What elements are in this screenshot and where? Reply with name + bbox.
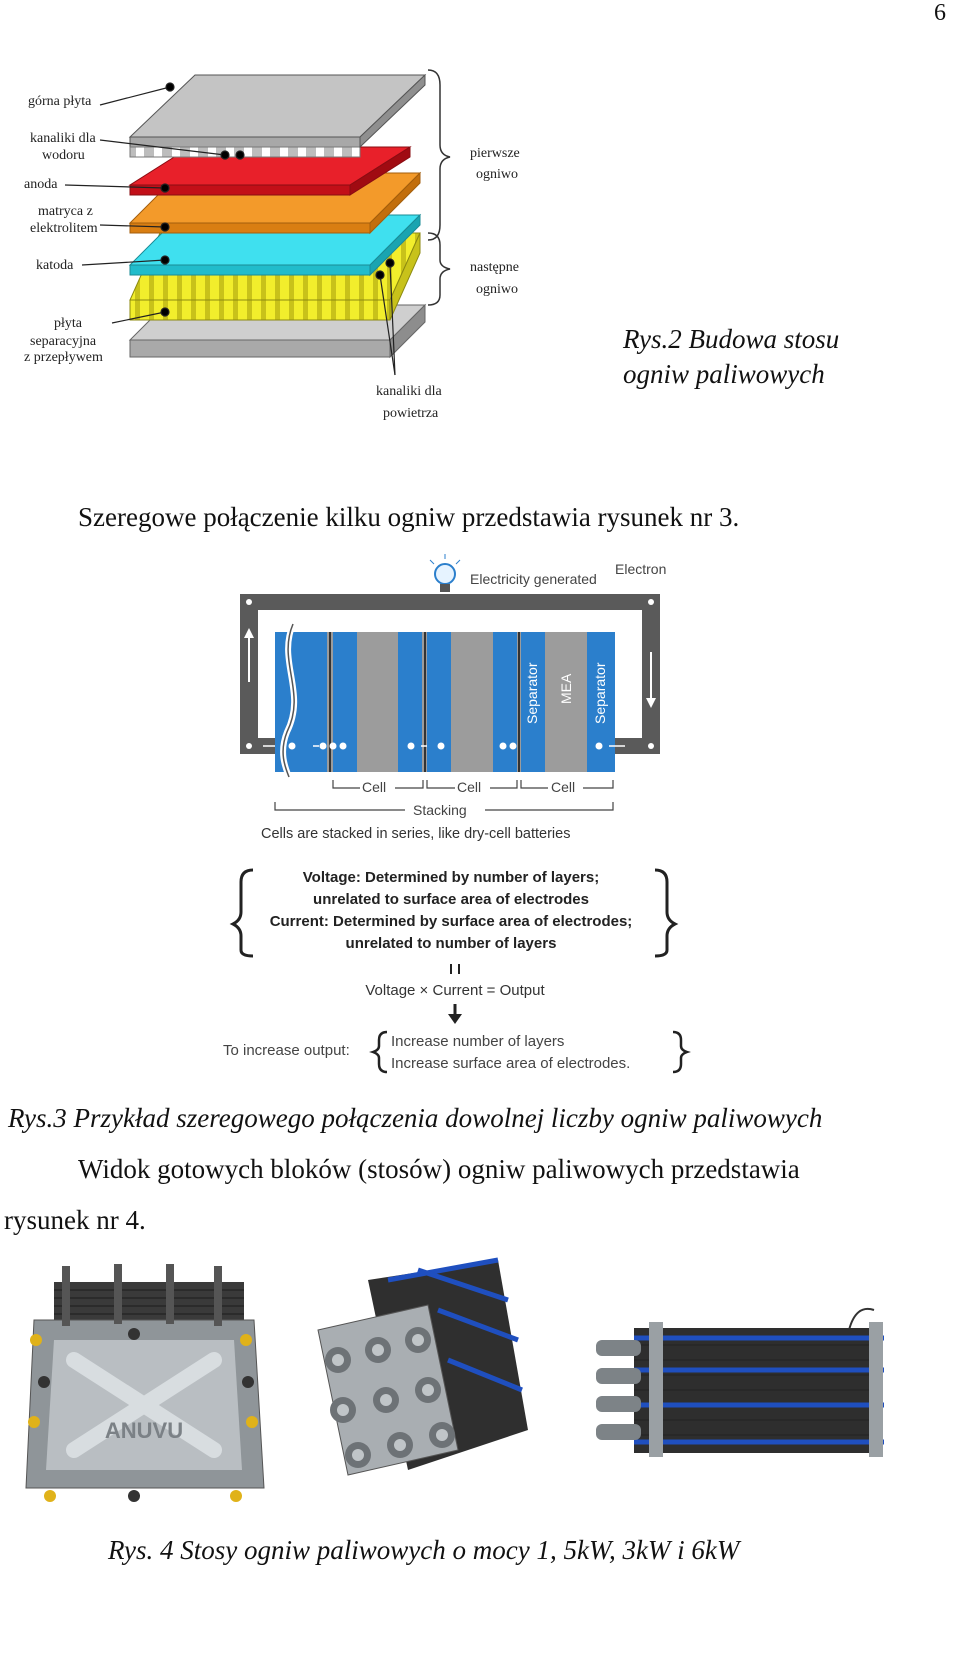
label-separator: płyta xyxy=(54,316,83,331)
paragraph-stacks-line1: Widok gotowych bloków (stosów) ogniw pal… xyxy=(78,1154,800,1184)
electron-label: Electron xyxy=(615,561,666,577)
leader-lines xyxy=(64,82,396,376)
next-cell-brace xyxy=(427,232,451,306)
cell-label-2: Cell xyxy=(457,779,481,795)
info-line-1: Voltage: Determined by number of layers; xyxy=(303,869,599,886)
increase-option-1: Increase number of layers xyxy=(391,1033,564,1050)
info-line-2: unrelated to surface area of electrodes xyxy=(313,891,589,908)
info-brace-left xyxy=(229,868,254,958)
figure3-caption: Rys.3 Przykład szeregowego połączenia do… xyxy=(8,1103,823,1133)
figure4-caption: Rys. 4 Stosy ogniw paliwowych o mocy 1, … xyxy=(108,1535,740,1565)
label-matrix: matryca z xyxy=(38,204,93,219)
series-note: Cells are stacked in series, like dry-ce… xyxy=(261,826,570,842)
label-first-cell: pierwsze xyxy=(470,146,520,161)
label-air-channels-2: powietrza xyxy=(383,406,439,421)
label-hydrogen-channels-2: wodoru xyxy=(42,148,85,163)
info-line-4: unrelated to number of layers xyxy=(346,935,557,952)
mea-label: MEA xyxy=(558,673,574,704)
top-plate xyxy=(128,73,427,158)
series-stack-diagram: Electricity generated Electron xyxy=(223,554,691,1074)
label-separator-2: separacyjna xyxy=(30,334,97,349)
increase-option-2: Increase surface area of electrodes. xyxy=(391,1055,630,1072)
fuel-cell-stack-photo-1kw: ANUVU xyxy=(25,1264,265,1502)
paragraph-stacks-line2: rysunek nr 4. xyxy=(4,1205,146,1235)
increase-brace-right xyxy=(672,1030,691,1074)
cell-brackets xyxy=(274,780,614,811)
label-hydrogen-channels: kanaliki dla xyxy=(30,131,96,146)
fuel-cell-stack-photo-3kw xyxy=(317,1257,528,1476)
down-arrow-icon xyxy=(448,1004,462,1024)
separator-label-a: Separator xyxy=(524,662,540,724)
separator-label-b: Separator xyxy=(592,662,608,724)
cell-stack xyxy=(263,622,625,779)
increase-brace-left xyxy=(369,1030,388,1074)
info-line-3: Current: Determined by surface area of e… xyxy=(270,913,633,930)
label-next-cell: następne xyxy=(470,260,519,275)
first-cell-brace xyxy=(427,69,451,241)
electricity-label: Electricity generated xyxy=(470,571,597,587)
figure2-caption-line1: Rys.2 Budowa stosu xyxy=(623,324,840,354)
light-bulb-icon xyxy=(429,554,461,592)
info-brace-right xyxy=(654,868,679,958)
figure2-caption-line2: ogniw paliwowych xyxy=(623,359,825,389)
page-number: 6 xyxy=(934,0,946,26)
label-top-plate: górna płyta xyxy=(28,94,92,109)
paragraph-series-connection: Szeregowe połączenie kilku ogniw przedst… xyxy=(78,502,740,532)
fuel-cell-stack-photo-6kw xyxy=(596,1308,884,1457)
increase-output-label: To increase output: xyxy=(223,1042,350,1059)
label-separator-3: z przepływem xyxy=(24,350,103,365)
cell-label-1: Cell xyxy=(362,779,386,795)
label-matrix-2: elektrolitem xyxy=(30,221,98,236)
label-next-cell-2: ogniwo xyxy=(476,282,518,297)
label-air-channels: kanaliki dla xyxy=(376,384,442,399)
stacking-label: Stacking xyxy=(413,802,467,818)
cell-label-3: Cell xyxy=(551,779,575,795)
stack-logo-text: ANUVU xyxy=(105,1418,183,1443)
label-first-cell-2: ogniwo xyxy=(476,167,518,182)
equals-sign xyxy=(450,964,460,974)
label-cathode: katoda xyxy=(36,258,74,273)
output-formula: Voltage × Current = Output xyxy=(365,982,545,999)
label-anode: anoda xyxy=(24,177,58,192)
fuel-cell-stack-diagram: górna płyta kanaliki dla wodoru anoda ma… xyxy=(24,69,520,421)
